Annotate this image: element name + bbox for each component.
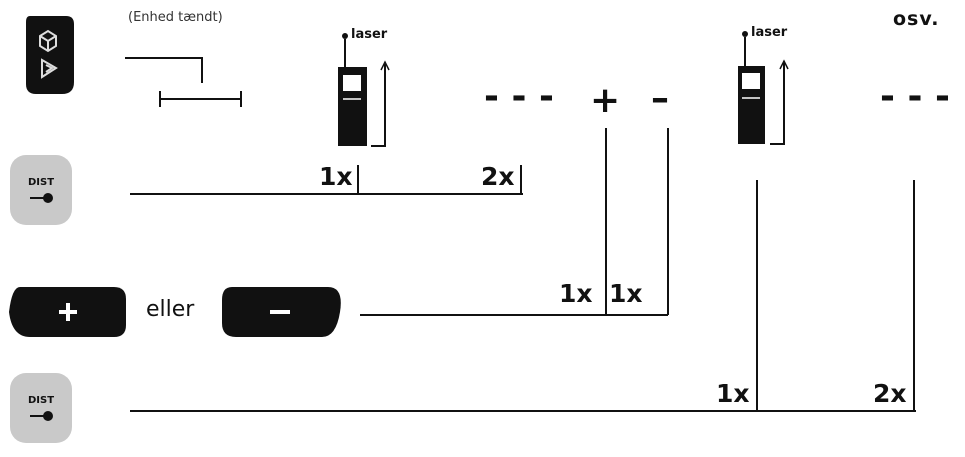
device-on-note: (Enhed tændt) bbox=[128, 10, 223, 25]
row2-count-minus: 1x bbox=[609, 279, 643, 308]
triangle-area-icon bbox=[41, 58, 58, 79]
row1-count-first: 1x bbox=[319, 162, 353, 191]
dist-button-1[interactable] bbox=[10, 155, 72, 225]
dist-button-2[interactable] bbox=[10, 373, 72, 443]
row1-timeline bbox=[130, 165, 523, 195]
plus-icon bbox=[59, 303, 77, 321]
row3-count-first: 1x bbox=[716, 379, 750, 408]
row2-count-plus: 1x bbox=[559, 279, 593, 308]
or-label: eller bbox=[146, 297, 195, 322]
dashes-marker-1: - - - bbox=[484, 76, 554, 117]
plus-button[interactable] bbox=[9, 287, 126, 337]
dashes-marker-2: - - - bbox=[880, 76, 950, 117]
laser-label-2: laser bbox=[751, 25, 788, 40]
laser-label-1: laser bbox=[351, 27, 388, 42]
dist-label-1: DIST bbox=[28, 177, 55, 188]
plus-minus-connectors bbox=[360, 128, 669, 316]
minus-button[interactable] bbox=[222, 287, 341, 337]
etc-label: osv. bbox=[893, 8, 940, 30]
distance-span-icon bbox=[159, 91, 242, 107]
step-connector bbox=[125, 57, 203, 83]
row3-count-second: 2x bbox=[873, 379, 907, 408]
device-with-laser-2 bbox=[738, 31, 789, 145]
dist-label-2: DIST bbox=[28, 395, 55, 406]
device-with-laser-1 bbox=[338, 33, 390, 147]
cube-icon bbox=[39, 29, 57, 53]
plus-marker: + bbox=[590, 80, 621, 121]
row1-count-second: 2x bbox=[481, 162, 515, 191]
minus-marker: – bbox=[651, 78, 669, 119]
function-key-button[interactable] bbox=[26, 16, 74, 94]
row3-timeline bbox=[130, 180, 916, 412]
